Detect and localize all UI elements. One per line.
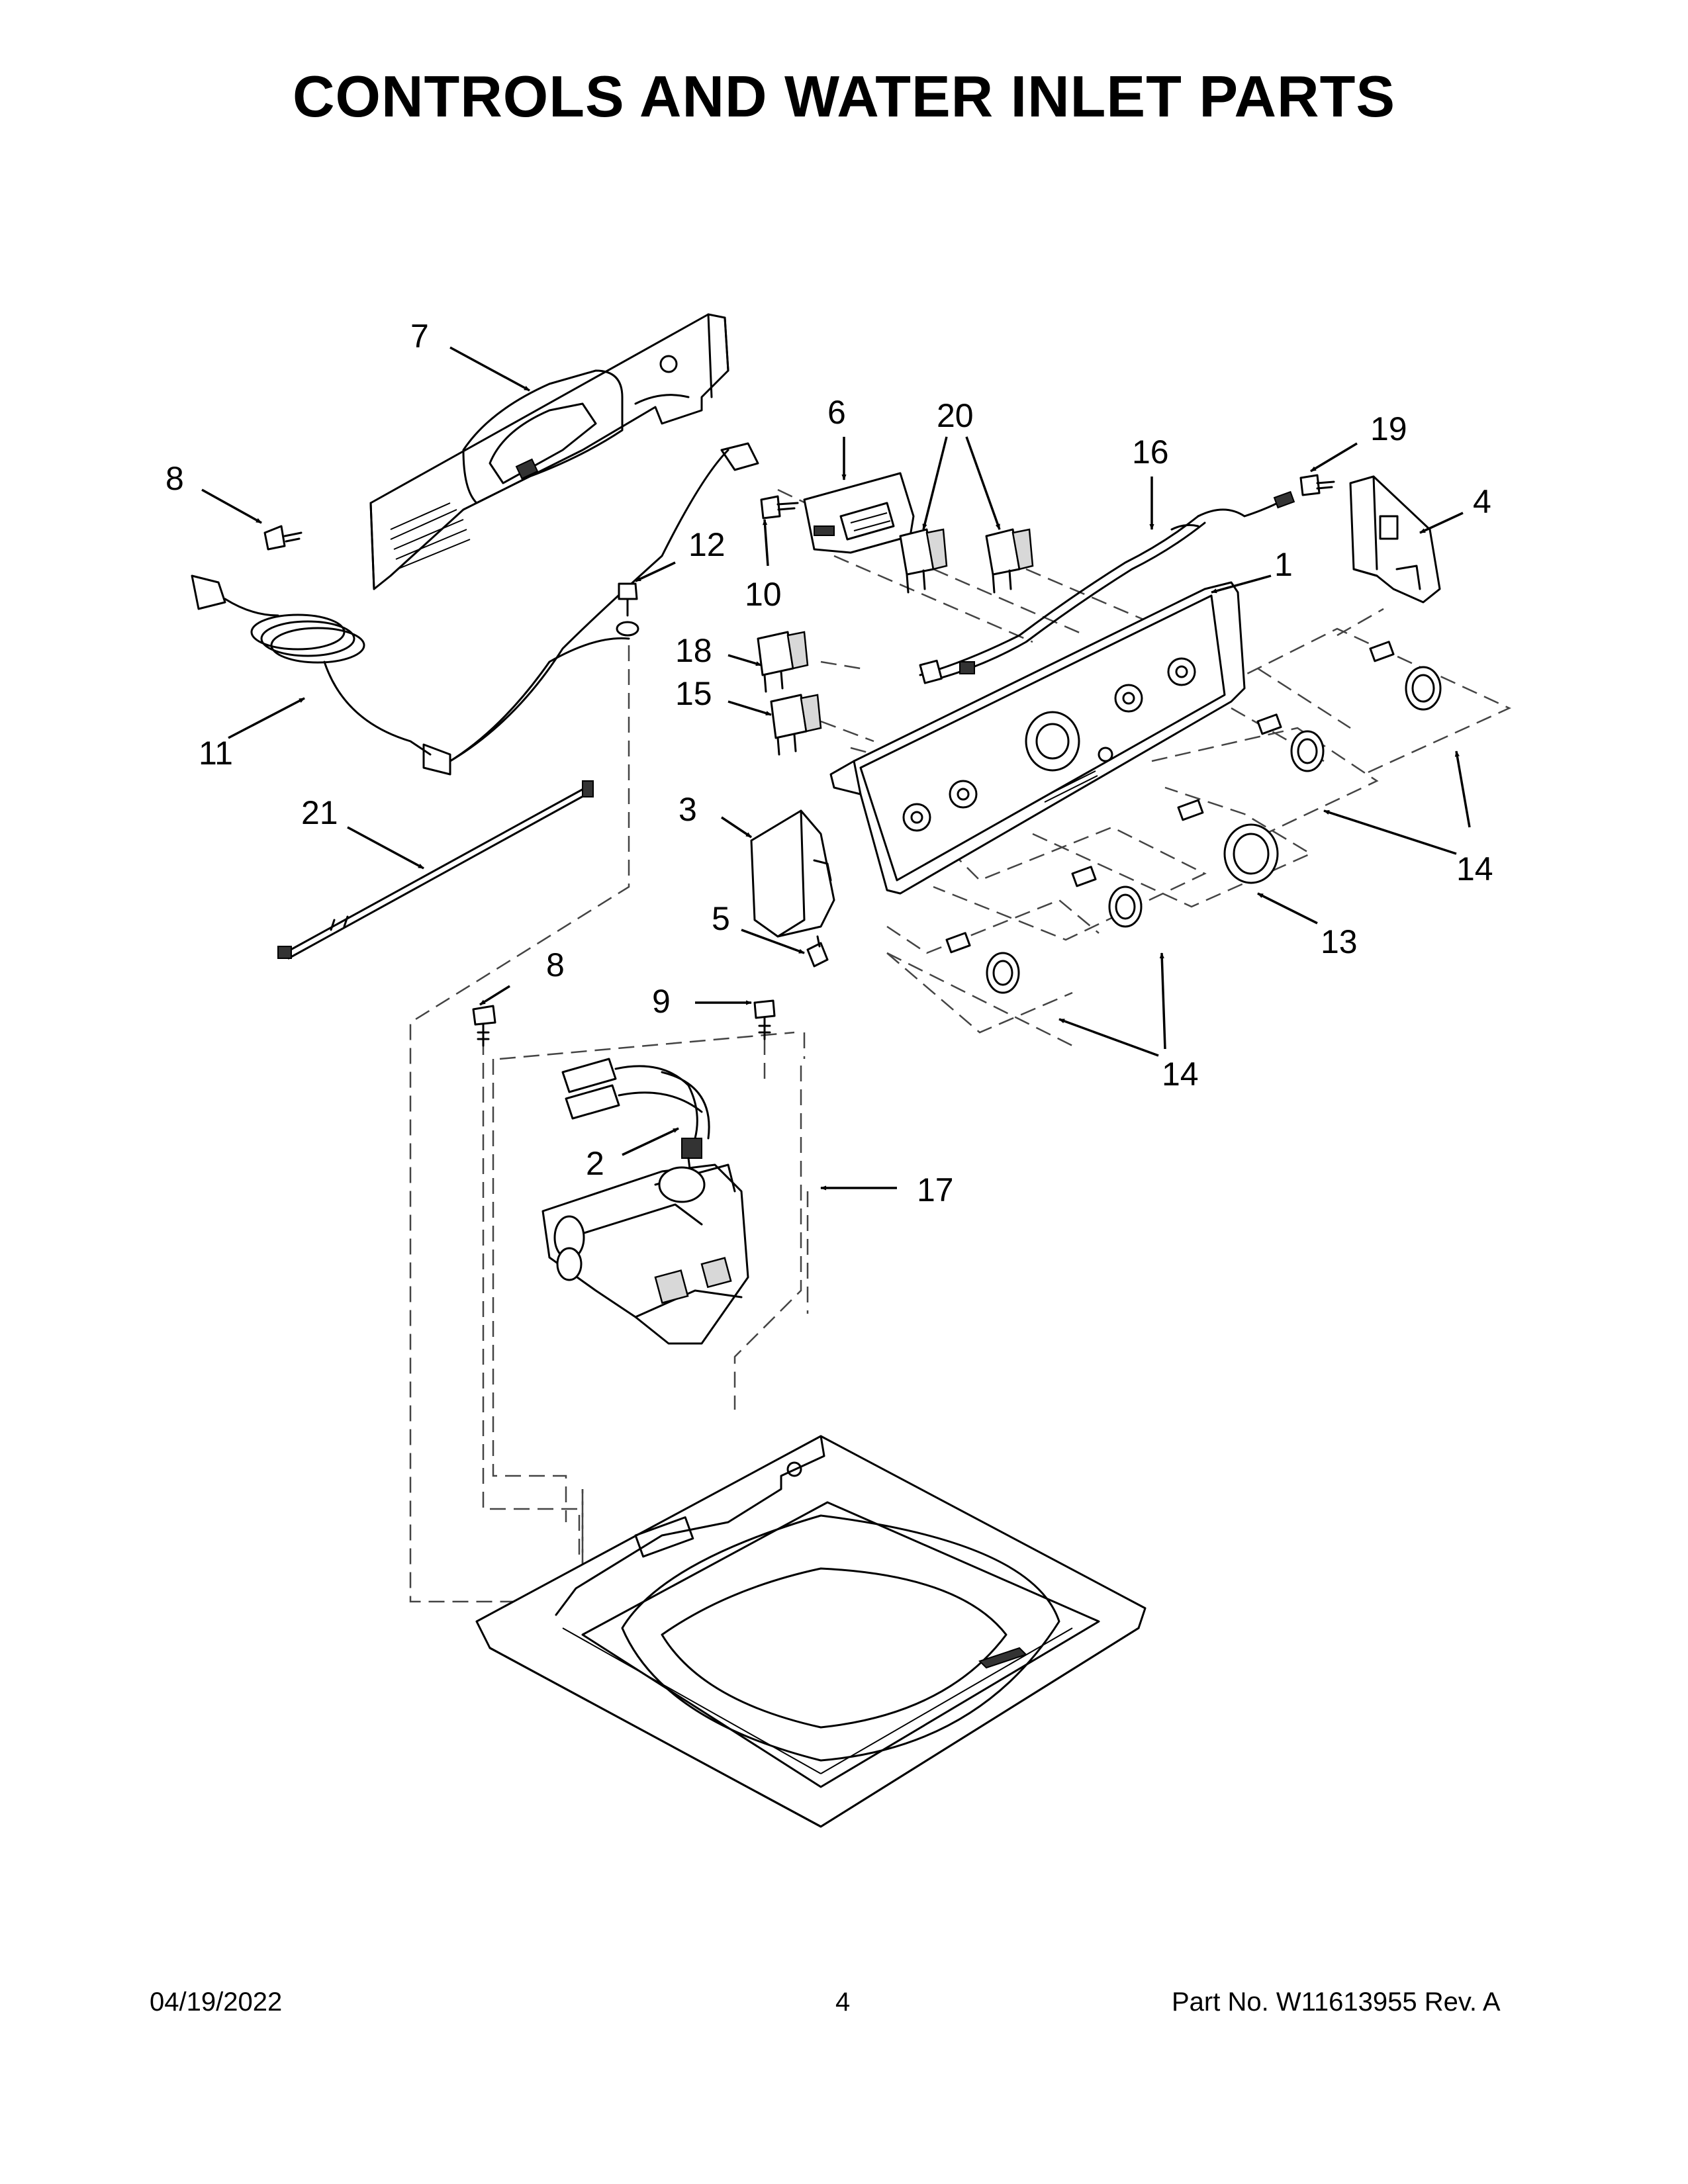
callout-arrows: [201, 346, 1471, 1191]
callout-3: 3: [679, 791, 697, 828]
part-20-switch-a: [899, 528, 948, 594]
callout-20: 20: [937, 397, 974, 434]
part-6-control-board: [803, 472, 915, 554]
callout-6: 6: [827, 394, 846, 431]
part-14-knob-mid-right: [1256, 713, 1325, 772]
callout-2: 2: [586, 1145, 604, 1182]
part-7-console-rear-panel: [369, 313, 729, 590]
console-knob-holes: [902, 657, 1196, 832]
screw-8-upper: [263, 525, 303, 551]
callout-8-lower: 8: [546, 946, 565, 983]
callout-14-bottom: 14: [1162, 1056, 1199, 1093]
part-20-switch-b: [985, 528, 1034, 594]
part-18-switch: [757, 631, 809, 693]
callout-18: 18: [675, 632, 712, 669]
callout-4: 4: [1473, 483, 1491, 520]
callout-7: 7: [410, 318, 429, 355]
part-16-wire-harness: [919, 490, 1295, 684]
part-4-end-cap-bracket: [1349, 475, 1441, 604]
callout-17: 17: [917, 1171, 954, 1208]
callout-11: 11: [199, 735, 233, 772]
page-title: CONTROLS AND WATER INLET PARTS: [292, 64, 1396, 129]
part-11-power-cord: [191, 442, 759, 776]
footer-page-number: 4: [835, 1987, 851, 2017]
callout-19: 19: [1370, 410, 1407, 447]
callout-13: 13: [1321, 923, 1358, 960]
part-21-wire: [277, 780, 594, 960]
part-17-dispenser-assembly: [541, 1163, 749, 1345]
callout-9: 9: [652, 983, 671, 1020]
part-1-console: [829, 581, 1246, 895]
part-7-vent-grid: [390, 502, 471, 570]
part-14-knob-center: [1071, 866, 1143, 928]
screw-10: [760, 495, 799, 520]
callout-1: 1: [1274, 546, 1293, 583]
screw-12: [616, 582, 639, 637]
screw-8-lower: [472, 1005, 496, 1047]
screw-19: [1299, 474, 1335, 496]
callout-10: 10: [745, 576, 782, 613]
callout-8-upper: 8: [165, 460, 184, 497]
footer-part-number: Part No. W11613955 Rev. A: [1172, 1987, 1501, 2017]
part-14-knob-upper-right: [1369, 641, 1442, 711]
washer-top-cabinet: [475, 1435, 1147, 1828]
part-15-switch: [770, 694, 822, 756]
screw-9: [753, 999, 776, 1040]
callout-21: 21: [301, 794, 338, 831]
part-5-clip: [806, 935, 829, 968]
part-2-wire-harness-valve: [561, 1058, 710, 1186]
callout-labels: 7 6 20 16 19 4 8 10 12 1 18 15 11 21 3 5…: [165, 318, 1493, 1208]
callout-14-right: 14: [1456, 850, 1493, 887]
part-14-knob-lower-left: [945, 932, 1020, 994]
callout-12: 12: [688, 526, 726, 563]
footer-date: 04/19/2022: [150, 1987, 283, 2017]
callout-5: 5: [712, 900, 730, 937]
assembly-leader-lines: [409, 488, 1512, 1615]
callout-15: 15: [675, 675, 712, 712]
callout-16: 16: [1132, 433, 1169, 471]
part-3-console-end-cap: [750, 809, 835, 938]
part-13-knob-large: [1177, 799, 1279, 884]
